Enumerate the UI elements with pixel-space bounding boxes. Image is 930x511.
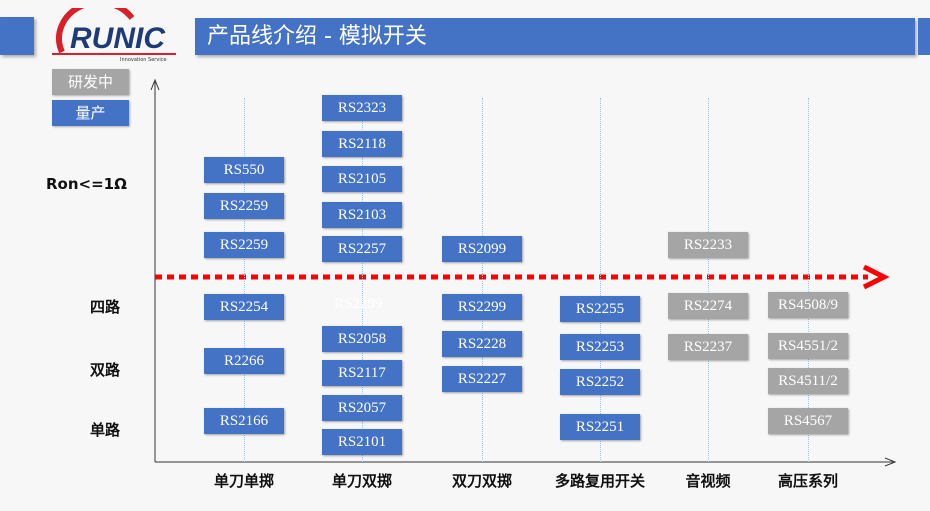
legend-production: 量产 xyxy=(52,100,129,126)
part-box: RS2257 xyxy=(322,236,402,262)
part-box: RS2259 xyxy=(204,232,284,258)
part-box: RS2253 xyxy=(560,334,640,360)
part-box: RS2099 xyxy=(442,236,522,262)
part-box: RS2105 xyxy=(322,166,402,192)
part-box: RS2118 xyxy=(322,131,402,157)
part-box: RS4567 xyxy=(768,408,848,434)
part-box: RS4508/9 xyxy=(768,292,848,318)
y-axis-arrow-icon xyxy=(150,78,160,91)
runic-logo: RUNIC Innovation Service xyxy=(52,0,176,66)
threshold-arrow-icon xyxy=(862,264,890,290)
part-box: RS4551/2 xyxy=(768,333,848,359)
part-box: RS2057 xyxy=(322,395,402,421)
y-label-ron: Ron<=1Ω xyxy=(46,175,127,193)
part-box: RS2254 xyxy=(204,294,284,320)
part-box: RS2103 xyxy=(322,202,402,228)
category-label: 单刀双掷 xyxy=(331,472,393,490)
part-box: RS2237 xyxy=(668,334,748,360)
part-box: RS550 xyxy=(204,157,284,183)
x-axis-arrow-icon xyxy=(884,457,897,467)
column-guide xyxy=(600,98,601,462)
column-guide xyxy=(244,98,245,462)
column-guide xyxy=(482,98,483,462)
category-label: 多路复用开关 xyxy=(554,472,646,490)
y-label-dual: 双路 xyxy=(90,361,121,379)
part-box: RS2117 xyxy=(322,360,402,386)
decorative-block xyxy=(0,17,34,55)
part-box: RS2274 xyxy=(668,293,748,319)
page-title: 产品线介绍 - 模拟开关 xyxy=(195,18,915,55)
svg-text:RUNIC: RUNIC xyxy=(70,22,166,55)
logo-tagline: Innovation Service xyxy=(120,57,167,63)
category-label: 双刀双掷 xyxy=(451,472,513,490)
y-label-single: 单路 xyxy=(90,421,121,439)
part-box: RS2251 xyxy=(560,414,640,440)
column-guide xyxy=(808,98,809,462)
part-box: RS2299 xyxy=(442,294,522,320)
ghost-part-label: RS2299 xyxy=(334,296,383,312)
legend-developing: 研发中 xyxy=(52,69,129,95)
part-box: RS2323 xyxy=(322,95,402,121)
part-box: RS2228 xyxy=(442,331,522,357)
category-label: 单刀单掷 xyxy=(213,472,275,490)
category-label: 高压系列 xyxy=(777,472,839,490)
column-guide xyxy=(362,98,363,462)
part-box: RS2233 xyxy=(668,232,748,258)
part-box: RS2058 xyxy=(322,326,402,352)
part-box: RS2101 xyxy=(322,429,402,455)
decorative-block xyxy=(918,18,930,55)
part-box: RS4511/2 xyxy=(768,368,848,394)
column-guide xyxy=(708,98,709,462)
y-label-quad: 四路 xyxy=(90,298,121,316)
part-box: RS2255 xyxy=(560,296,640,322)
category-label: 音视频 xyxy=(685,472,731,490)
part-box: RS2259 xyxy=(204,193,284,219)
part-box: RS2166 xyxy=(204,408,284,434)
part-box: RS2227 xyxy=(442,366,522,392)
part-box: RS2252 xyxy=(560,369,640,395)
part-box: R2266 xyxy=(204,348,284,374)
